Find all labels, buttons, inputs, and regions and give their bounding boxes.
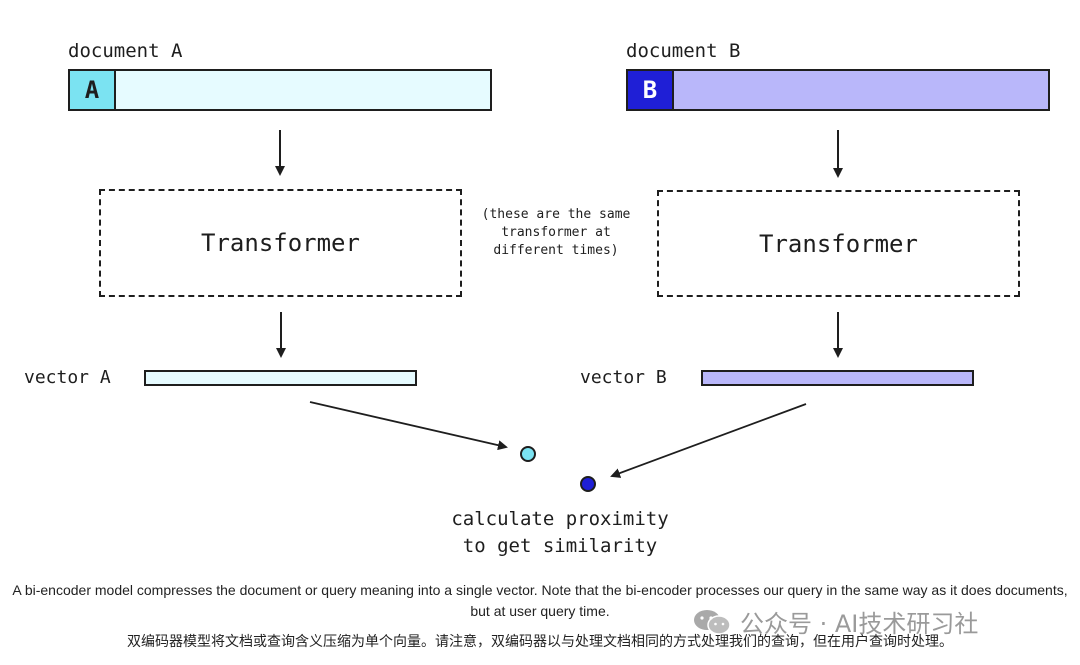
proximity-line-1: calculate proximity <box>451 508 669 530</box>
document-a-label: document A <box>68 40 183 62</box>
wechat-icon <box>694 609 731 635</box>
vector-b-point <box>580 476 596 492</box>
document-a-bar: A <box>68 69 492 111</box>
arrow-vector-b-to-point <box>610 403 807 478</box>
arrow-vector-a-to-point <box>309 401 508 451</box>
transformer-b-label: Transformer <box>759 229 918 258</box>
caption-chinese: 双编码器模型将文档或查询含义压缩为单个向量。请注意，双编码器以与处理文档相同的方… <box>127 634 953 650</box>
vector-a-bar <box>144 370 417 386</box>
vector-a-label: vector A <box>24 367 111 388</box>
document-b-bar: B <box>626 69 1050 111</box>
proximity-text: calculate proximity to get similarity <box>420 506 700 560</box>
transformer-a-label: Transformer <box>201 229 360 257</box>
document-b-label: document B <box>626 40 741 62</box>
document-b-tab: B <box>628 71 674 109</box>
caption-english: A bi-encoder model compresses the docume… <box>12 582 1068 619</box>
vector-a-point <box>520 446 536 462</box>
watermark: 公众号 · AI技术研习社 <box>692 604 978 639</box>
watermark-text: 公众号 · AI技术研习社 <box>740 610 979 638</box>
transformer-b-box: Transformer <box>657 190 1020 297</box>
vector-b-bar <box>701 370 974 386</box>
same-transformer-note: (these are the same transformer at diffe… <box>481 207 631 258</box>
document-a-tab: A <box>70 71 116 109</box>
vector-b-label: vector B <box>580 367 667 388</box>
proximity-line-2: to get similarity <box>462 535 658 557</box>
transformer-a-box: Transformer <box>99 189 462 297</box>
